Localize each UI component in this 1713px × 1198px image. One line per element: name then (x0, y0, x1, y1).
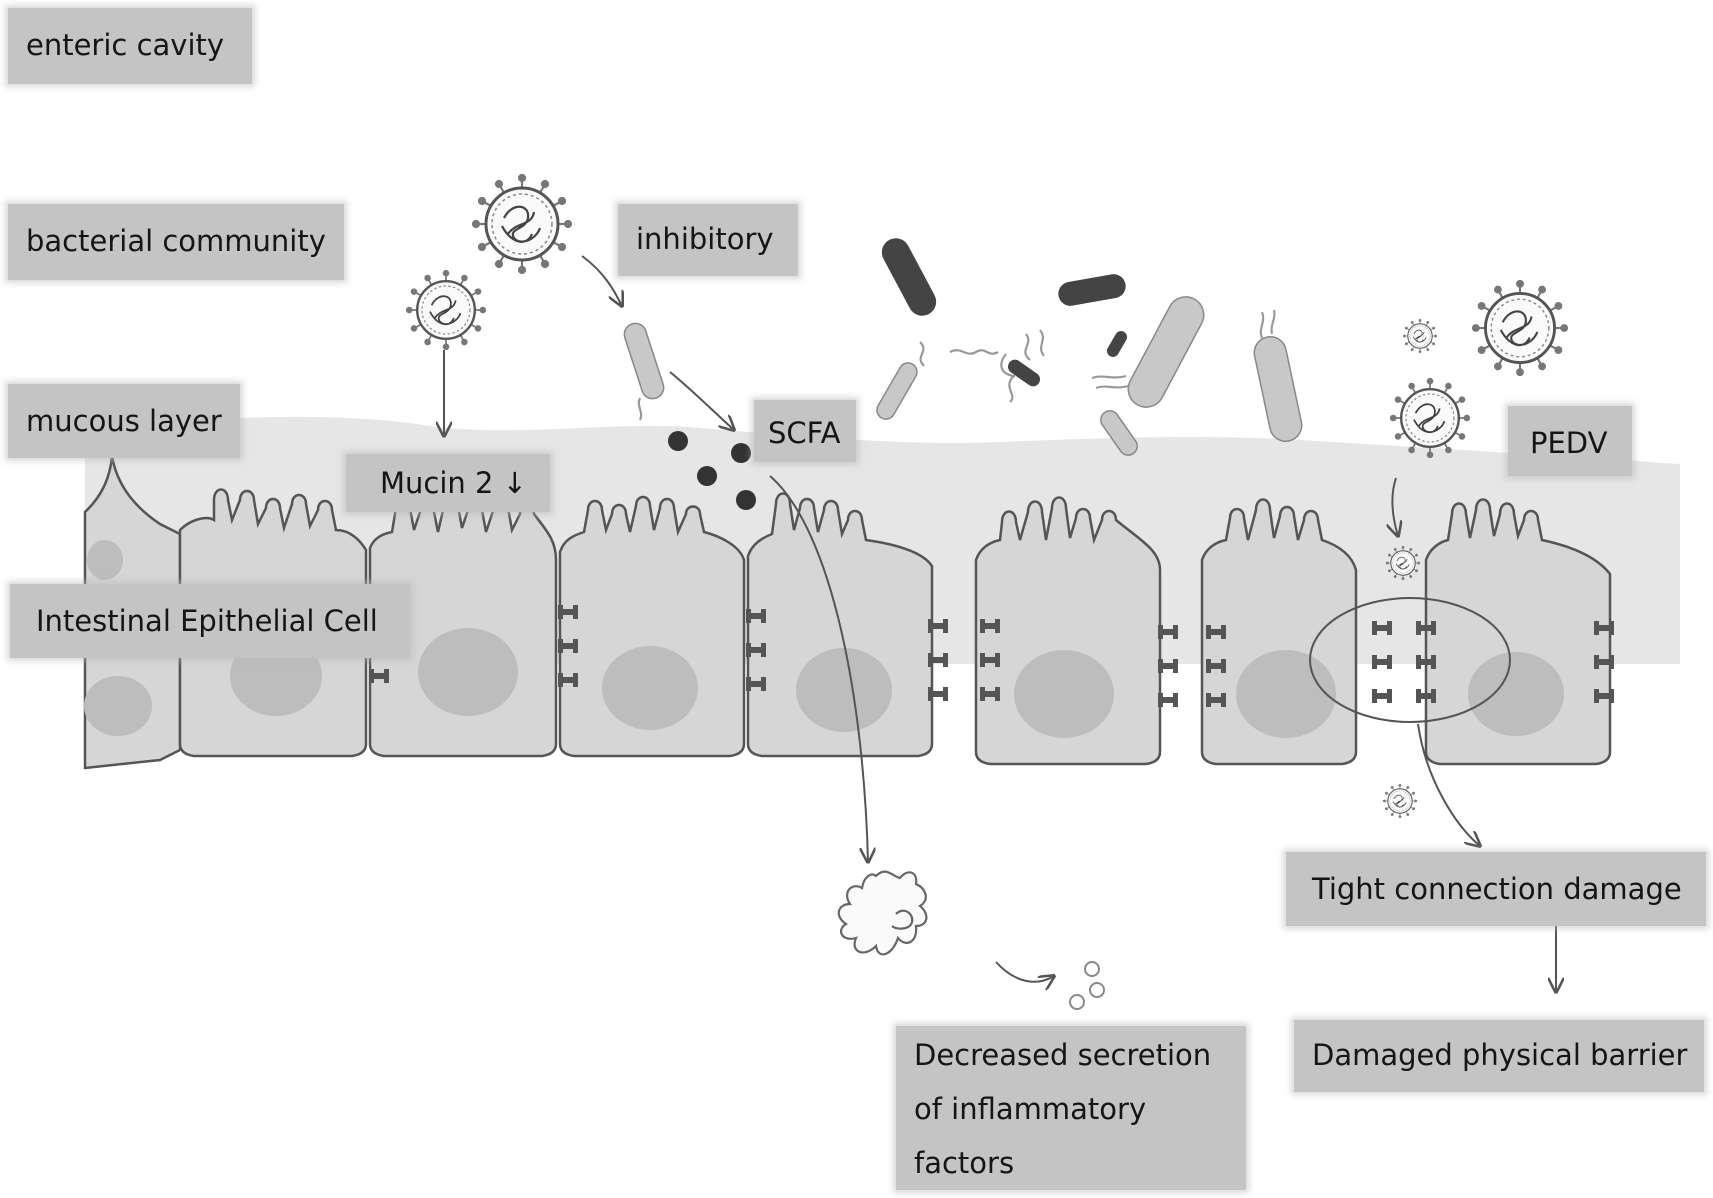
label-mucin-2: Mucin 2 ↓ (346, 454, 550, 512)
bacterium-icon (1058, 274, 1126, 306)
nucleus-icon (1014, 650, 1114, 738)
virus-icon (1402, 318, 1438, 354)
nuclei (84, 540, 1564, 738)
label-tight-connection-damage: Tight connection damage (1286, 852, 1706, 926)
dendritic-cell-icon (837, 870, 928, 956)
label-enteric-cavity: enteric cavity (8, 8, 252, 84)
bacterium-icon (1007, 359, 1041, 387)
bacterium-icon (623, 322, 665, 400)
nucleus-icon (418, 628, 518, 716)
label-bacterial-community: bacterial community (8, 204, 344, 280)
bacteria (623, 238, 1303, 456)
bacterium-icon (1107, 331, 1127, 357)
tight-junction-icon (1372, 689, 1392, 703)
scfa-molecule-icon (697, 466, 717, 486)
damage-highlight-ellipse (1309, 597, 1511, 723)
bacterium-icon (881, 238, 937, 316)
tight-junction-icon (928, 687, 948, 701)
label-mucous-layer: mucous layer (8, 384, 240, 458)
label-pedv: PEDV (1508, 406, 1632, 476)
scfa-molecule-icon (736, 490, 756, 510)
nucleus-icon (602, 646, 698, 730)
label-decreased-secretion: Decreased secretion of inflammatory fact… (896, 1026, 1246, 1190)
label-damaged-physical-barrier: Damaged physical barrier (1294, 1020, 1704, 1092)
label-scfa: SCFA (754, 400, 856, 462)
tight-junction-icon (1158, 693, 1178, 707)
arrows (444, 255, 1556, 992)
bacterium-icon (1253, 336, 1303, 442)
bacterium-icon (1100, 410, 1138, 456)
inflammatory-factor-particles (1069, 961, 1105, 1010)
virus-icon (471, 173, 573, 275)
scfa-molecule-icon (731, 443, 751, 463)
virus-icon (1471, 279, 1569, 377)
virus-icon (1389, 377, 1471, 459)
nucleus-icon (1468, 652, 1564, 736)
nucleus-icon (84, 676, 152, 736)
label-inhibitory: inhibitory (618, 204, 798, 276)
bacterium-icon (876, 362, 918, 420)
virus-icon (1382, 783, 1418, 819)
nucleus-icon (1236, 650, 1336, 738)
flagella (637, 309, 1276, 421)
virus-icon (405, 269, 487, 351)
bacterium-icon (1127, 296, 1205, 408)
nucleus-icon (87, 540, 123, 580)
scfa-molecule-icon (668, 431, 688, 451)
label-intestinal-epithelial-cell: Intestinal Epithelial Cell (10, 584, 410, 658)
scfa-molecules (668, 431, 756, 510)
nucleus-icon (796, 648, 892, 732)
